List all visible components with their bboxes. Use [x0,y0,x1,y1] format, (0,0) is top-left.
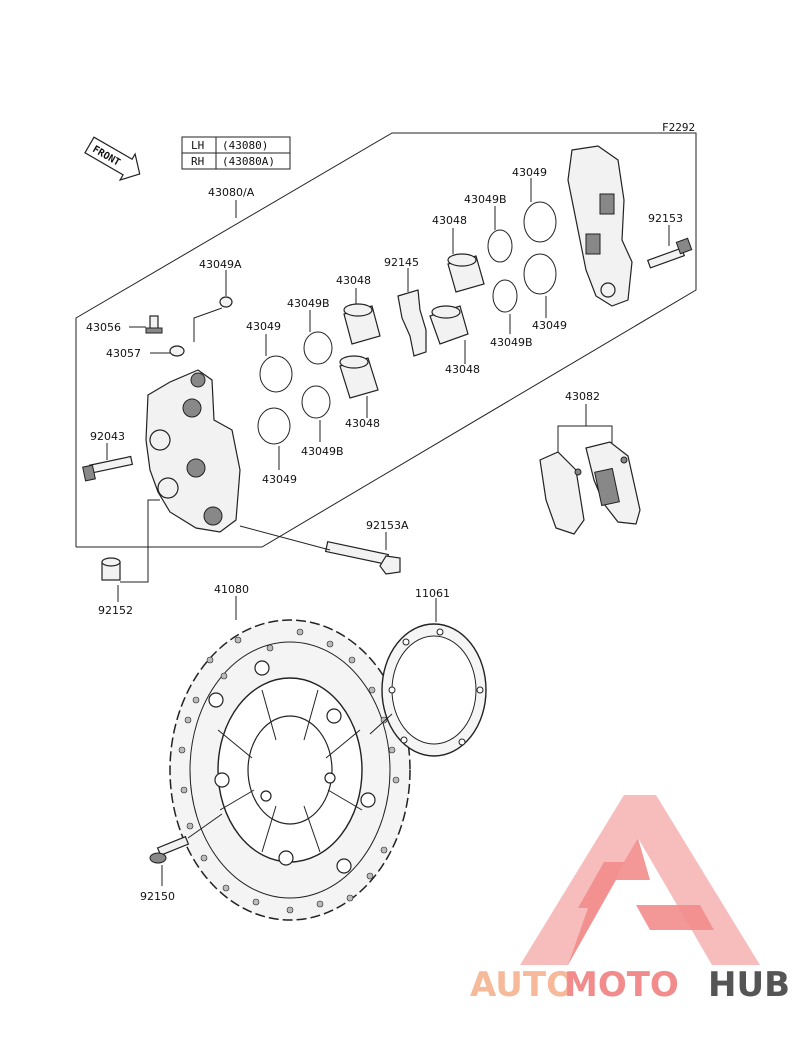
callout-piston-seal-3: 43049 [512,166,547,179]
watermark-moto: MOTO [564,965,679,1005]
watermark-hub: HUB [708,965,790,1005]
callout-disc: 41080 [214,583,249,596]
callout-piston-seal-1: 43049 [246,320,281,333]
variant-rh-part: (43080A) [222,155,275,168]
piston-3 [447,253,485,293]
callout-dust-seal-2: 43049B [301,445,344,458]
variant-lh-part: (43080) [222,139,268,152]
callout-bleeder-washer: 43057 [106,347,141,360]
caliper-half-left [145,369,241,533]
dust-seal-4 [492,279,518,313]
variant-lh-side: LH [191,139,204,152]
piston-1 [343,303,381,345]
bleeder-valve [145,315,163,334]
callout-dust-seal-3: 43049B [464,193,507,206]
automotohub-watermark: AUTO MOTO HUB [470,795,790,1005]
figure-code: F2292 [662,121,695,134]
callout-piston-seal-2: 43049 [262,473,297,486]
callout-caliper-bolt: 92153A [366,519,409,532]
brake-pads [539,441,641,535]
callout-piston-seal-4: 43049 [532,319,567,332]
callout-dust-seal-4: 43049B [490,336,533,349]
callout-piston-1: 43048 [336,274,371,287]
caliper-bolt [324,540,401,575]
callout-piston-4: 43048 [445,363,480,376]
mount-bolt [82,455,134,482]
callout-pad-pin: 92153 [648,212,683,225]
piston-seal-3 [523,201,557,243]
caliper-assy-outline [75,132,697,548]
caliper-half-right [567,145,633,307]
callout-mount-bolt: 92043 [90,430,125,443]
dust-seal-1 [303,331,333,365]
bleeder-washer [169,345,185,357]
callout-pad-spring: 92145 [384,256,419,269]
collar [101,557,121,581]
callout-bleeder-valve: 43056 [86,321,121,334]
piston-seal-4 [523,253,557,295]
watermark-auto: AUTO [470,965,575,1005]
piston-seal-2 [257,407,291,445]
pad-spring [397,289,427,357]
callout-caliper-assy: 43080/A [208,186,255,199]
brake-disc [169,619,411,921]
callout-piston-2: 43048 [345,417,380,430]
callout-disc-bolt: 92150 [140,890,175,903]
variant-rh-side: RH [191,155,204,168]
piston-seal-1 [259,355,293,393]
dust-seal-3 [487,229,513,263]
piston-4 [429,305,469,345]
variant-table: LH (43080) RH (43080A) [181,136,291,170]
dust-seal-2 [301,385,331,419]
callout-piston-3: 43048 [432,214,467,227]
callout-collar: 92152 [98,604,133,617]
bleeder-cap [219,296,233,308]
piston-2 [339,355,379,399]
callout-shim: 11061 [415,587,450,600]
pad-pin [646,237,693,269]
disc-shim [381,623,487,757]
callout-dust-seal-1: 43049B [287,297,330,310]
disc-bolt [149,835,190,864]
front-arrow-icon: FRONT [84,136,141,182]
callout-brake-pads: 43082 [565,390,600,403]
callout-bleeder-cap: 43049A [199,258,242,271]
